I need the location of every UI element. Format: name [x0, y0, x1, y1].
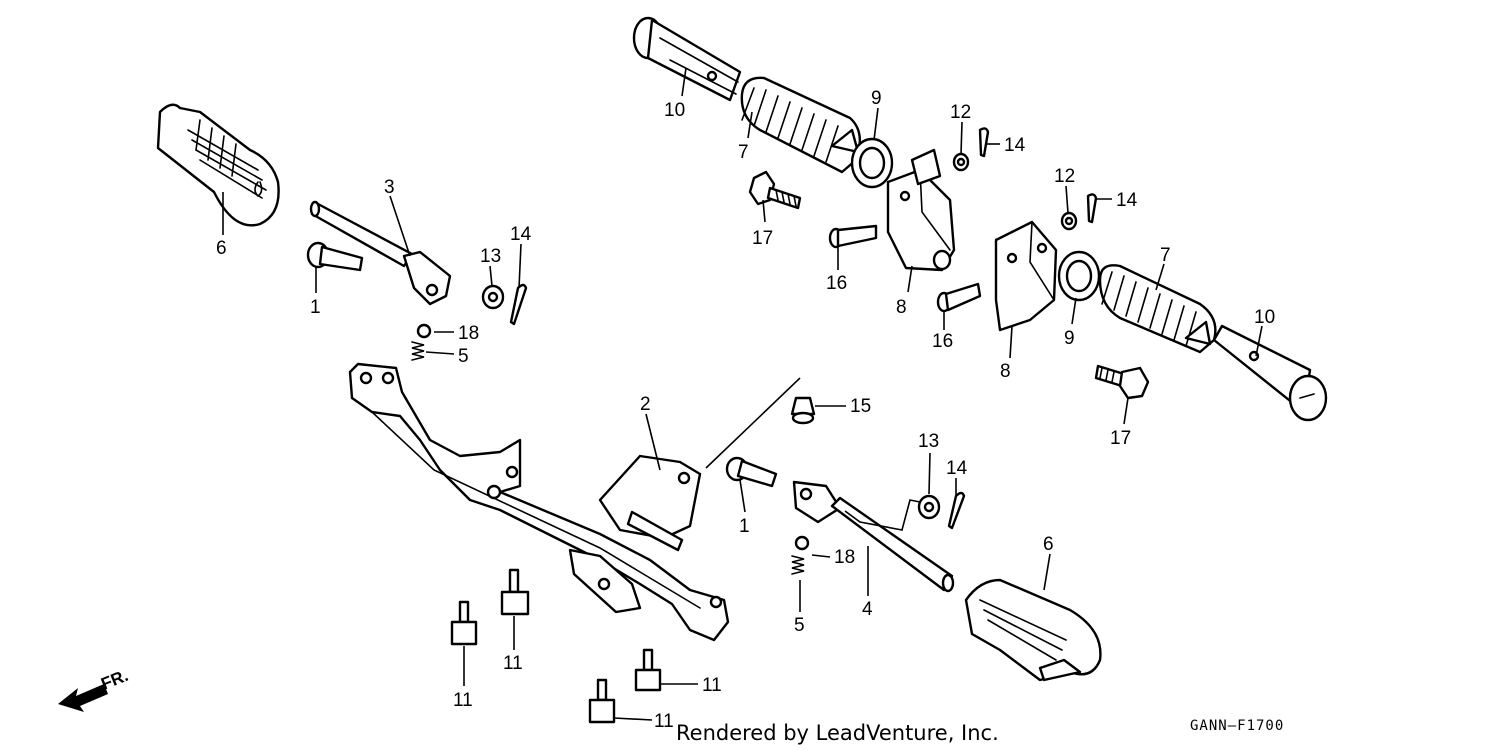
pivot-pin-left [306, 241, 364, 272]
washer-9-left [850, 137, 894, 189]
callout-5-right: 5 [794, 615, 805, 636]
spring-left [411, 341, 425, 361]
direction-label: FR. [98, 666, 131, 694]
pin-16-left [828, 224, 878, 249]
pin-16-right [936, 282, 982, 313]
peg-bracket-8-right [994, 220, 1058, 332]
callout-13-right: 13 [918, 431, 939, 452]
callout-1-right: 1 [739, 516, 750, 537]
cotter-14-upper-b [1086, 193, 1098, 224]
callout-12-right: 12 [1054, 166, 1075, 187]
bolt-17-left [748, 170, 802, 210]
callout-16-right: 16 [932, 331, 953, 352]
callout-5: 5 [458, 346, 469, 367]
diagram-code: GANN–F1700 [1190, 718, 1284, 734]
washer-right [917, 494, 941, 520]
front-arrow-icon: FR. [58, 666, 131, 712]
callout-8-right: 8 [1000, 361, 1011, 382]
callout-17: 17 [752, 228, 773, 249]
callout-labels: 6 1 3 13 14 18 5 2 15 1 13 14 18 4 5 6 1… [216, 88, 1275, 732]
bolt-11-d [588, 678, 616, 724]
callout-18: 18 [458, 323, 479, 344]
callout-14-upper-b: 14 [1116, 190, 1138, 211]
callout-9: 9 [871, 88, 882, 109]
bolt-17-right [1094, 364, 1150, 400]
callout-8: 8 [896, 297, 907, 318]
peg-bracket-8-left [886, 148, 956, 272]
passenger-peg-rubber-left [740, 76, 862, 174]
bolt-11-a [450, 600, 478, 646]
callout-11-d: 11 [654, 711, 674, 732]
detent-ball-right [794, 535, 810, 551]
callout-11-c: 11 [702, 675, 722, 696]
callout-18-right: 18 [834, 547, 855, 568]
cotter-pin-right [947, 491, 966, 530]
callout-14: 14 [510, 224, 532, 245]
callout-14-right: 14 [946, 458, 968, 479]
nut-12-left [952, 152, 970, 172]
credit-text: Rendered by LeadVenture, Inc. [676, 721, 999, 745]
callout-14-upper-a: 14 [1004, 135, 1026, 156]
callout-15: 15 [850, 396, 871, 417]
callout-10-right: 10 [1254, 307, 1275, 328]
washer-left [481, 284, 505, 310]
callout-16: 16 [826, 273, 847, 294]
callout-2: 2 [640, 394, 651, 415]
callout-13: 13 [480, 246, 501, 267]
cap-nut [790, 396, 816, 425]
callout-11-b: 11 [503, 653, 523, 674]
detent-ball-left [416, 323, 432, 339]
callout-9-right: 9 [1064, 328, 1075, 349]
passenger-peg-shaft-right [1212, 324, 1328, 422]
washer-9-right [1057, 250, 1101, 302]
nut-12-right [1060, 211, 1078, 231]
bolt-11-c [634, 648, 662, 692]
passenger-peg-shaft-left [632, 16, 742, 102]
bolt-11-b [500, 568, 530, 616]
footpeg-rubber-left [156, 103, 280, 227]
callout-4: 4 [862, 599, 873, 620]
callout-6-right: 6 [1043, 534, 1054, 555]
callout-3: 3 [384, 177, 395, 198]
callout-17-right: 17 [1110, 428, 1131, 449]
callout-1: 1 [310, 297, 321, 318]
callout-6: 6 [216, 238, 227, 259]
callout-12: 12 [950, 102, 971, 123]
footpeg-arm-left [309, 200, 452, 306]
pivot-pin-right [725, 456, 778, 488]
callout-7-right: 7 [1160, 245, 1171, 266]
callout-7: 7 [738, 142, 749, 163]
cotter-14-upper-a [978, 127, 990, 158]
leader-lines [222, 67, 1263, 721]
passenger-peg-rubber-right [1098, 264, 1217, 354]
footpeg-arm-right [792, 480, 955, 593]
footpeg-rubber-right [964, 578, 1102, 682]
callout-11-a: 11 [453, 690, 473, 711]
callout-10: 10 [664, 100, 685, 121]
footpeg-bracket-bar [348, 362, 730, 642]
cotter-pin-left [509, 283, 528, 326]
spring-right [791, 555, 805, 575]
